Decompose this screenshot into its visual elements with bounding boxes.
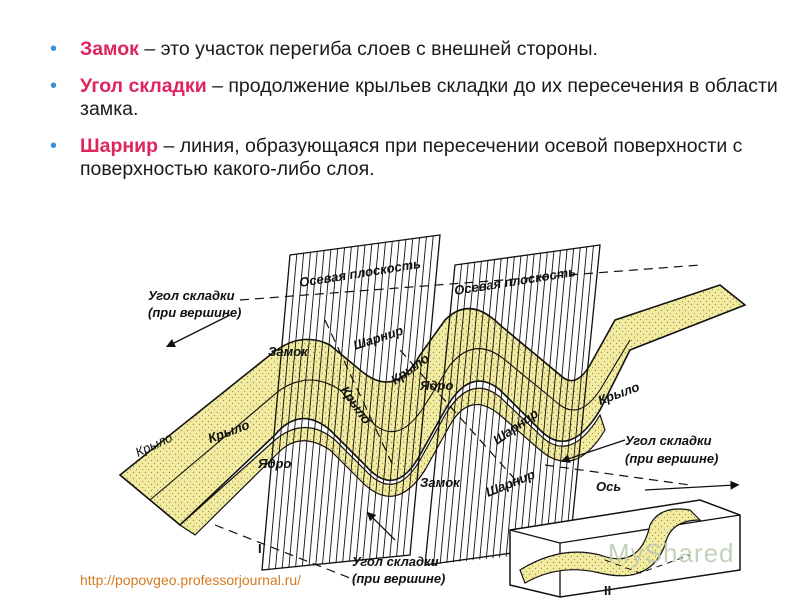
label-roman-1: I <box>258 541 262 556</box>
construction-lines <box>214 264 701 581</box>
definition-zamok: – это участок перегиба слоев с внешней с… <box>138 38 598 60</box>
hatch-line <box>315 247 345 565</box>
hatch-line <box>538 249 568 554</box>
label-sharnir-1: Шарнир <box>351 323 405 353</box>
hatch-line <box>295 250 325 567</box>
hatch-line <box>545 248 575 553</box>
hatch-line <box>342 244 373 562</box>
label-yadro-2: Ядро <box>257 456 291 471</box>
layer-lower-band <box>179 387 606 536</box>
hatch-line <box>335 244 366 563</box>
hatch-line <box>512 253 542 557</box>
bullet-dot: • <box>50 75 58 97</box>
label-angle-right-2: (при вершине) <box>625 451 718 466</box>
hatch-line <box>389 237 420 558</box>
label-axial-plane-2: Осевая плоскость <box>453 264 577 298</box>
hatch-line <box>268 254 298 570</box>
hatch-line <box>532 250 561 555</box>
hatch-line <box>505 254 535 557</box>
hatch-line <box>308 248 339 566</box>
hatch-line <box>452 261 482 563</box>
inset-block-diagram <box>509 499 741 598</box>
hatch-line <box>288 251 318 568</box>
bullet-sharnir: • Шарнир – линия, образующаяся при пересе… <box>48 135 778 181</box>
angle-arrows <box>165 314 740 541</box>
label-axis: Ось <box>596 479 621 494</box>
hatch-line <box>439 263 469 564</box>
bullet-zamok: • Замок – это участок перегиба слоев с вн… <box>48 38 778 61</box>
hatch-line <box>525 251 555 555</box>
label-angle-top-1: Угол складки <box>148 288 235 303</box>
label-sharnir-3: Шарнир <box>484 467 538 500</box>
hatch-line <box>402 235 434 556</box>
hatch-line <box>558 246 588 552</box>
hatch-line <box>349 243 380 562</box>
axial-plane-1 <box>261 234 441 571</box>
hatch-line <box>446 262 476 563</box>
hatch-line <box>396 236 427 557</box>
folded-layer <box>118 284 747 527</box>
bullet-fold-angle: • Угол складки – продолжение крыльев скла… <box>48 75 778 121</box>
bullet-dot: • <box>50 38 58 60</box>
hatch-line <box>518 252 548 556</box>
label-angle-right-1: Угол складки <box>625 433 712 448</box>
layer-inner-line <box>149 339 631 501</box>
hatch-line <box>479 257 509 560</box>
hatch-line <box>433 264 463 565</box>
definition-sharnir: – линия, образующаяся при пересечении ос… <box>80 135 743 180</box>
term-fold-angle: Угол складки <box>80 75 207 97</box>
hatch-line <box>472 258 502 561</box>
label-zamok-top: Замок <box>268 344 309 359</box>
label-angle-bottom-1: Угол складки <box>352 554 439 569</box>
term-sharnir: Шарнир <box>80 135 159 157</box>
hatch-line <box>362 241 393 560</box>
label-roman-2: II <box>604 583 611 598</box>
term-zamok: Замок <box>80 38 139 60</box>
hatch-line <box>466 259 495 561</box>
hatch-line <box>275 253 305 569</box>
hatch-line <box>281 252 311 568</box>
hatch-line <box>369 240 400 560</box>
hatch-line <box>301 249 332 566</box>
hatch-line <box>459 260 489 562</box>
hatch-line <box>382 238 414 558</box>
watermark-logo: MyShared <box>608 538 735 568</box>
label-yadro-1: Ядро <box>419 378 453 393</box>
hatch-line <box>328 245 359 564</box>
bullet-dot: • <box>50 135 58 157</box>
hatch-line <box>551 247 581 553</box>
hatch-line <box>322 246 352 564</box>
bullet-list: • Замок – это участок перегиба слоев с вн… <box>48 38 778 195</box>
hatch-line <box>355 242 386 561</box>
fold-diagram: Осевая плоскость Осевая плоскость Угол с… <box>118 234 747 598</box>
source-url[interactable]: http://popovgeo.professorjournal.ru/ <box>80 572 302 588</box>
hatch-line <box>499 254 528 558</box>
label-zamok-bottom: Замок <box>420 475 461 490</box>
label-angle-top-2: (при вершине) <box>148 305 241 320</box>
hatch-line <box>492 255 522 559</box>
hatch-line <box>485 256 515 559</box>
hatch-line <box>375 239 407 559</box>
definition-fold-angle: – продолжение крыльев складки до их пере… <box>80 75 778 120</box>
label-angle-bottom-2: (при вершине) <box>352 571 445 586</box>
hatch-line <box>564 245 594 551</box>
